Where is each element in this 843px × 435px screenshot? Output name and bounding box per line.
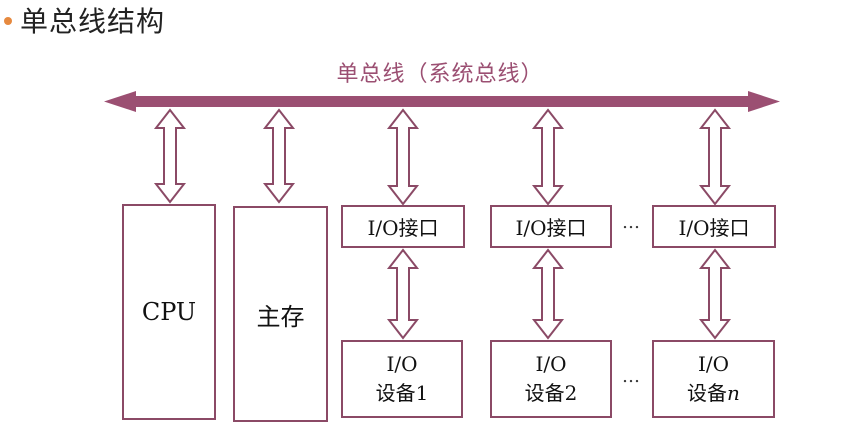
ifacen-device-arrow [698,248,732,340]
io-device-2-line1: I/O [535,352,567,376]
io-device-n-line2: 设备n [687,379,740,408]
cpu-box: CPU [122,204,216,420]
io-device-1: I/O 设备1 [341,340,463,418]
io-device-2-line2: 设备2 [524,381,578,405]
bus-label: 单总线（系统总线） [336,62,544,87]
io-device-n: I/O 设备n [652,340,775,418]
system-bus [104,91,780,112]
iface2-device-arrow [531,248,565,340]
page-title: 单总线结构 [20,5,166,38]
io-interface-2: I/O接口 [490,205,612,248]
iface1-device-arrow [386,248,420,340]
io-device-1-line2: 设备1 [375,381,429,405]
memory-box: 主存 [233,206,328,422]
io-interface-n: I/O接口 [652,205,776,248]
io-interface-1: I/O接口 [341,205,465,248]
iface2-bus-arrow [531,108,565,206]
memory-bus-arrow [262,108,296,204]
io-device-n-line1: I/O [697,352,730,376]
io-device-n-label: 设备 [687,381,728,405]
io-device-2: I/O 设备2 [490,340,612,418]
io-device-1-line1: I/O [386,352,418,376]
title-row: 单总线结构 [4,0,165,40]
ifacen-bus-arrow [698,108,732,206]
interface-ellipsis: … [622,212,640,233]
iface1-bus-arrow [386,108,420,206]
io-device-n-suffix: n [727,381,740,405]
device-ellipsis: … [622,366,640,387]
cpu-bus-arrow [153,108,187,204]
bullet-icon [4,17,12,25]
